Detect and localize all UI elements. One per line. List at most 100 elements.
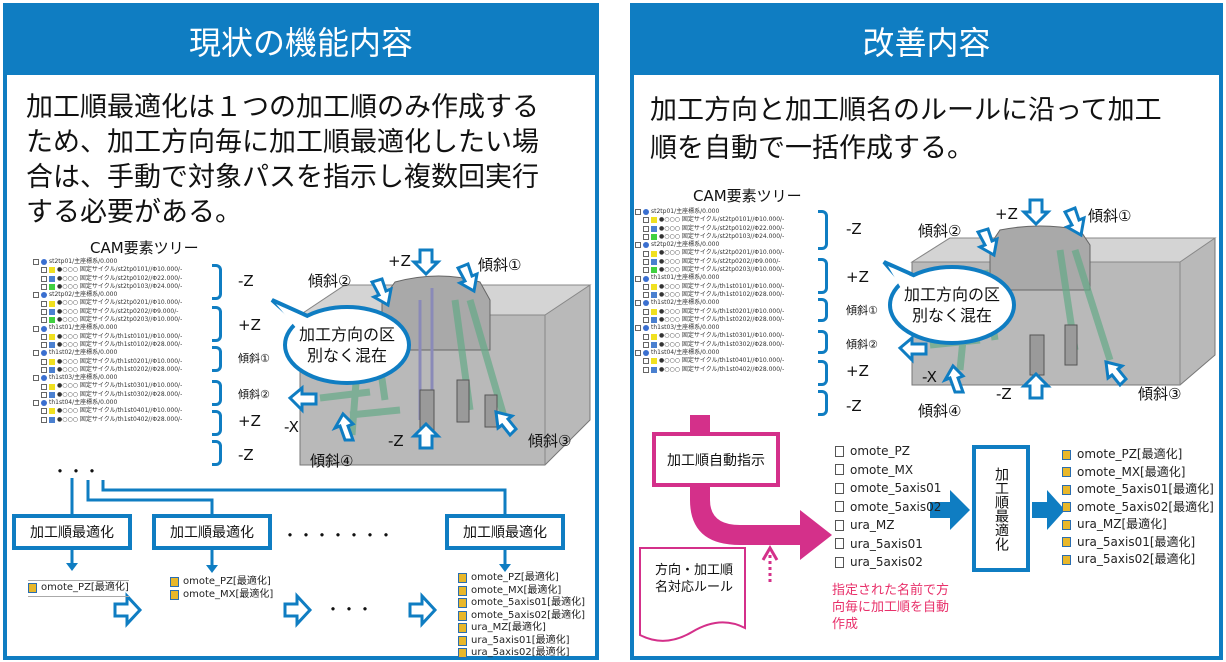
tree-group-row[interactable]: th1st02/主座標系/0.000 [33,349,182,357]
list-item[interactable]: omote_MX[最適化] [1062,464,1214,482]
tree-item-row[interactable]: ●○○○ 固定サイクル/th1st0202//Φ28.000/- [635,316,784,324]
checkbox[interactable] [635,209,641,216]
tree-item-row[interactable]: ●○○○ 固定サイクル/st2tp0101//Φ10.000/- [33,266,182,274]
checkbox[interactable] [41,308,47,315]
checkbox[interactable] [41,358,47,365]
list-item[interactable]: ura_5axis01[最適化] [458,635,585,648]
checkbox[interactable] [33,350,39,357]
tree-item-row[interactable]: ●○○○ 固定サイクル/th1st0402//Φ28.000/- [33,416,182,424]
list-item[interactable]: ura_5axis01 [835,535,941,554]
checkbox[interactable] [41,300,47,307]
checkbox[interactable] [643,341,649,348]
checkbox[interactable] [41,416,47,423]
tree-item-row[interactable]: ●○○○ 固定サイクル/th1st0201//Φ10.000/- [33,358,182,366]
tree-item-row[interactable]: ●○○○ 固定サイクル/th1st0401//Φ10.000/- [635,357,784,365]
checkbox[interactable] [41,275,47,282]
list-item[interactable]: omote_5axis01[最適化] [1062,481,1214,499]
list-item[interactable]: omote_5axis02[最適化] [458,610,585,623]
checkbox[interactable] [33,292,39,299]
checkbox[interactable] [41,391,47,398]
checkbox[interactable] [41,317,47,324]
list-item[interactable]: omote_PZ[最適化] [458,572,585,585]
tree-item-row[interactable]: ●○○○ 固定サイクル/st2tp0101//Φ10.000/- [635,216,784,224]
tree-group-row[interactable]: st2tp01/主座標系/0.000 [33,258,182,266]
list-item[interactable]: omote_MX[最適化] [458,585,585,598]
list-item[interactable]: omote_5axis02[最適化] [1062,499,1214,517]
tree-item-row[interactable]: ●○○○ 固定サイクル/st2tp0103//Φ24.000/- [33,283,182,291]
cam-element-tree-right[interactable]: st2tp01/主座標系/0.000●○○○ 固定サイクル/st2tp0101/… [635,208,784,374]
tree-item-row[interactable]: ●○○○ 固定サイクル/st2tp0202//Φ9.000/- [635,258,784,266]
list-item[interactable]: omote_MX [835,461,941,480]
list-item[interactable]: omote_5axis01 [835,479,941,498]
tree-item-row[interactable]: ●○○○ 固定サイクル/th1st0201//Φ10.000/- [635,308,784,316]
cam-element-tree[interactable]: st2tp01/主座標系/0.000●○○○ 固定サイクル/st2tp0101/… [33,258,182,424]
checkbox[interactable] [643,258,649,265]
checkbox[interactable] [643,292,649,299]
tree-group-row[interactable]: th1st02/主座標系/0.000 [635,299,784,307]
checkbox[interactable] [643,308,649,315]
checkbox[interactable] [643,217,649,224]
list-item[interactable]: ura_5axis02[最適化] [458,647,585,660]
optimize-button-3[interactable]: 加工順最適化 [445,514,565,550]
tree-item-row[interactable]: ●○○○ 固定サイクル/st2tp0202//Φ9.000/- [33,308,182,316]
tree-item-row[interactable]: ●○○○ 固定サイクル/th1st0101//Φ10.000/- [33,333,182,341]
list-item[interactable]: omote_PZ[最適化] [170,576,273,589]
tree-item-row[interactable]: ●○○○ 固定サイクル/th1st0101//Φ10.000/- [635,283,784,291]
checkbox[interactable] [33,325,39,332]
checkbox[interactable] [635,275,641,282]
checkbox[interactable] [643,267,649,274]
list-item[interactable]: omote_MX[最適化] [170,589,273,602]
list-item[interactable]: ura_5axis02 [835,553,941,572]
tree-group-row[interactable]: st2tp01/主座標系/0.000 [635,208,784,216]
checkbox[interactable] [41,284,47,291]
tree-item-row[interactable]: ●○○○ 固定サイクル/th1st0302//Φ28.000/- [635,341,784,349]
checkbox[interactable] [643,234,649,241]
list-item[interactable]: omote_PZ [835,442,941,461]
checkbox[interactable] [635,350,641,357]
auto-assign-button[interactable]: 加工順自動指示 [652,432,780,487]
tree-item-row[interactable]: ●○○○ 固定サイクル/st2tp0103//Φ24.000/- [635,233,784,241]
checkbox[interactable] [643,366,649,373]
list-item[interactable]: ura_5axis02[最適化] [1062,551,1214,569]
checkbox[interactable] [635,300,641,307]
list-item[interactable]: omote_5axis01[最適化] [458,597,585,610]
checkbox[interactable] [41,408,47,415]
checkbox[interactable] [635,242,641,249]
tree-item-row[interactable]: ●○○○ 固定サイクル/th1st0301//Φ10.000/- [33,382,182,390]
checkbox[interactable] [41,367,47,373]
checkbox[interactable] [643,283,649,290]
tree-group-row[interactable]: th1st01/主座標系/0.000 [33,324,182,332]
tree-group-row[interactable]: st2tp02/主座標系/0.000 [33,291,182,299]
checkbox[interactable] [643,358,649,365]
optimize-step[interactable]: 加工順最適化 [972,445,1030,572]
tree-item-row[interactable]: ●○○○ 固定サイクル/th1st0302//Φ28.000/- [33,391,182,399]
checkbox[interactable] [643,225,649,232]
optimize-button-2[interactable]: 加工順最適化 [152,514,272,550]
tree-group-row[interactable]: st2tp02/主座標系/0.000 [635,241,784,249]
tree-item-row[interactable]: ●○○○ 固定サイクル/th1st0102//Φ28.000/- [33,341,182,349]
checkbox[interactable] [33,400,39,407]
list-item[interactable]: ura_5axis01[最適化] [1062,534,1214,552]
tree-item-row[interactable]: ●○○○ 固定サイクル/th1st0401//Φ10.000/- [33,407,182,415]
checkbox[interactable] [635,325,641,332]
list-item[interactable]: ura_MZ[最適化] [458,622,585,635]
checkbox[interactable] [33,259,39,266]
tree-item-row[interactable]: ●○○○ 固定サイクル/st2tp0201//Φ10.000/- [33,299,182,307]
checkbox[interactable] [41,342,47,349]
list-item[interactable]: omote_PZ[最適化] [28,582,129,595]
tree-item-row[interactable]: ●○○○ 固定サイクル/st2tp0102//Φ22.000/- [33,275,182,283]
checkbox[interactable] [643,250,649,257]
list-item[interactable]: omote_5axis02 [835,498,941,517]
tree-group-row[interactable]: th1st01/主座標系/0.000 [635,274,784,282]
tree-item-row[interactable]: ●○○○ 固定サイクル/th1st0301//Φ10.000/- [635,332,784,340]
checkbox[interactable] [41,267,47,274]
tree-group-row[interactable]: th1st04/主座標系/0.000 [33,399,182,407]
checkbox[interactable] [41,383,47,390]
checkbox[interactable] [643,317,649,323]
checkbox[interactable] [41,333,47,340]
tree-item-row[interactable]: ●○○○ 固定サイクル/th1st0402//Φ28.000/- [635,366,784,374]
tree-item-row[interactable]: ●○○○ 固定サイクル/th1st0202//Φ28.000/- [33,366,182,374]
checkbox[interactable] [643,333,649,340]
tree-group-row[interactable]: th1st03/主座標系/0.000 [635,324,784,332]
checkbox[interactable] [33,375,39,382]
